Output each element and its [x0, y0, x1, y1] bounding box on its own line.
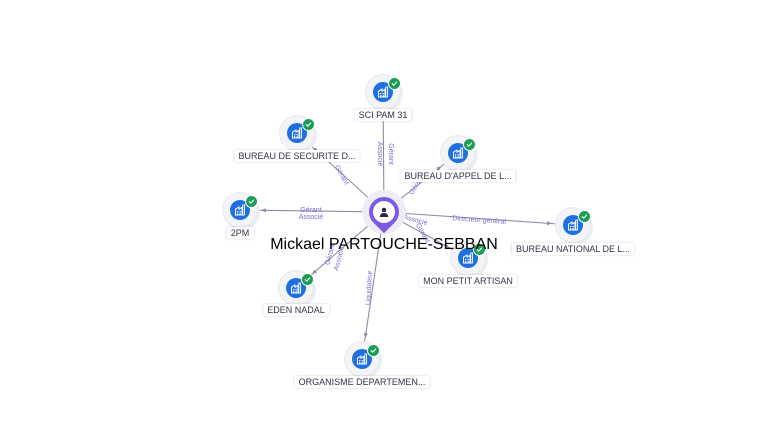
- verified-check-icon: [463, 138, 476, 151]
- building-icon: [448, 143, 468, 163]
- company-name-label[interactable]: BUREAU NATIONAL DE L...: [511, 243, 635, 255]
- company-name-label[interactable]: BUREAU D'APPEL DE L...: [400, 170, 516, 182]
- building-icon: [287, 123, 307, 143]
- edge-label: Gérant: [387, 143, 394, 164]
- building-icon: [352, 349, 372, 369]
- edge-label: Directeur général: [452, 215, 506, 226]
- verified-check-icon: [367, 344, 380, 357]
- verified-check-icon: [301, 273, 314, 286]
- company-name-label[interactable]: ORGANISME DEPARTEMEN...: [294, 376, 430, 388]
- company-name-label[interactable]: MON PETIT ARTISAN: [419, 275, 517, 287]
- person-name-label[interactable]: Mickael PARTOUCHE-SEBBAN: [270, 236, 498, 253]
- edge-label: Gérant: [333, 164, 350, 186]
- company-name-label[interactable]: 2PM: [226, 227, 254, 239]
- company-name-label[interactable]: EDEN NADAL: [263, 304, 329, 316]
- person-icon: [373, 201, 395, 223]
- building-icon: [230, 200, 250, 220]
- verified-check-icon: [302, 118, 315, 131]
- relation-edge-bnl: [383, 211, 574, 226]
- verified-check-icon: [388, 77, 401, 90]
- company-name-label[interactable]: BUREAU DE SECURITE D...: [234, 150, 360, 162]
- verified-check-icon: [473, 243, 486, 256]
- edge-arrow-bsd: [312, 147, 318, 152]
- building-icon: [563, 215, 583, 235]
- verified-check-icon: [245, 195, 258, 208]
- edge-arrow-org: [363, 332, 368, 339]
- edge-arrow-pm2: [260, 208, 267, 213]
- edge-label: Associé: [299, 214, 324, 221]
- edge-arrow-bal: [436, 166, 442, 171]
- building-icon: [286, 278, 306, 298]
- edge-label: Associé: [376, 142, 383, 167]
- building-icon: [373, 82, 393, 102]
- edge-arrow-eden: [311, 269, 317, 275]
- building-icon: [458, 248, 478, 268]
- edge-arrow-mpa: [444, 243, 450, 248]
- company-name-label[interactable]: SCI PAM 31: [354, 109, 412, 121]
- edge-label: Gérant: [300, 207, 321, 214]
- edge-arrow-bnl: [546, 221, 553, 226]
- edge-label: Liquidateur: [365, 270, 374, 306]
- verified-check-icon: [578, 210, 591, 223]
